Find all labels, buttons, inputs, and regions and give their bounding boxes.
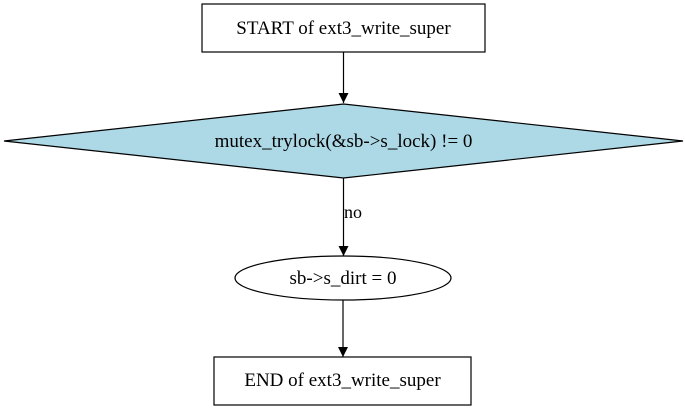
action-node: sb->s_dirt = 0 [234, 255, 452, 301]
decision-node: mutex_trylock(&sb->s_lock) != 0 [3, 103, 684, 179]
end-node: END of ext3_write_super [213, 356, 472, 406]
start-node-box [201, 3, 486, 53]
action-node-label: sb->s_dirt = 0 [290, 268, 397, 289]
end-node-box [213, 356, 472, 406]
end-node-label: END of ext3_write_super [244, 370, 441, 391]
start-node: START of ext3_write_super [201, 3, 486, 53]
decision-node-label: mutex_trylock(&sb->s_lock) != 0 [215, 131, 473, 152]
edge-label-no: no [344, 202, 362, 222]
start-node-label: START of ext3_write_super [236, 18, 451, 39]
